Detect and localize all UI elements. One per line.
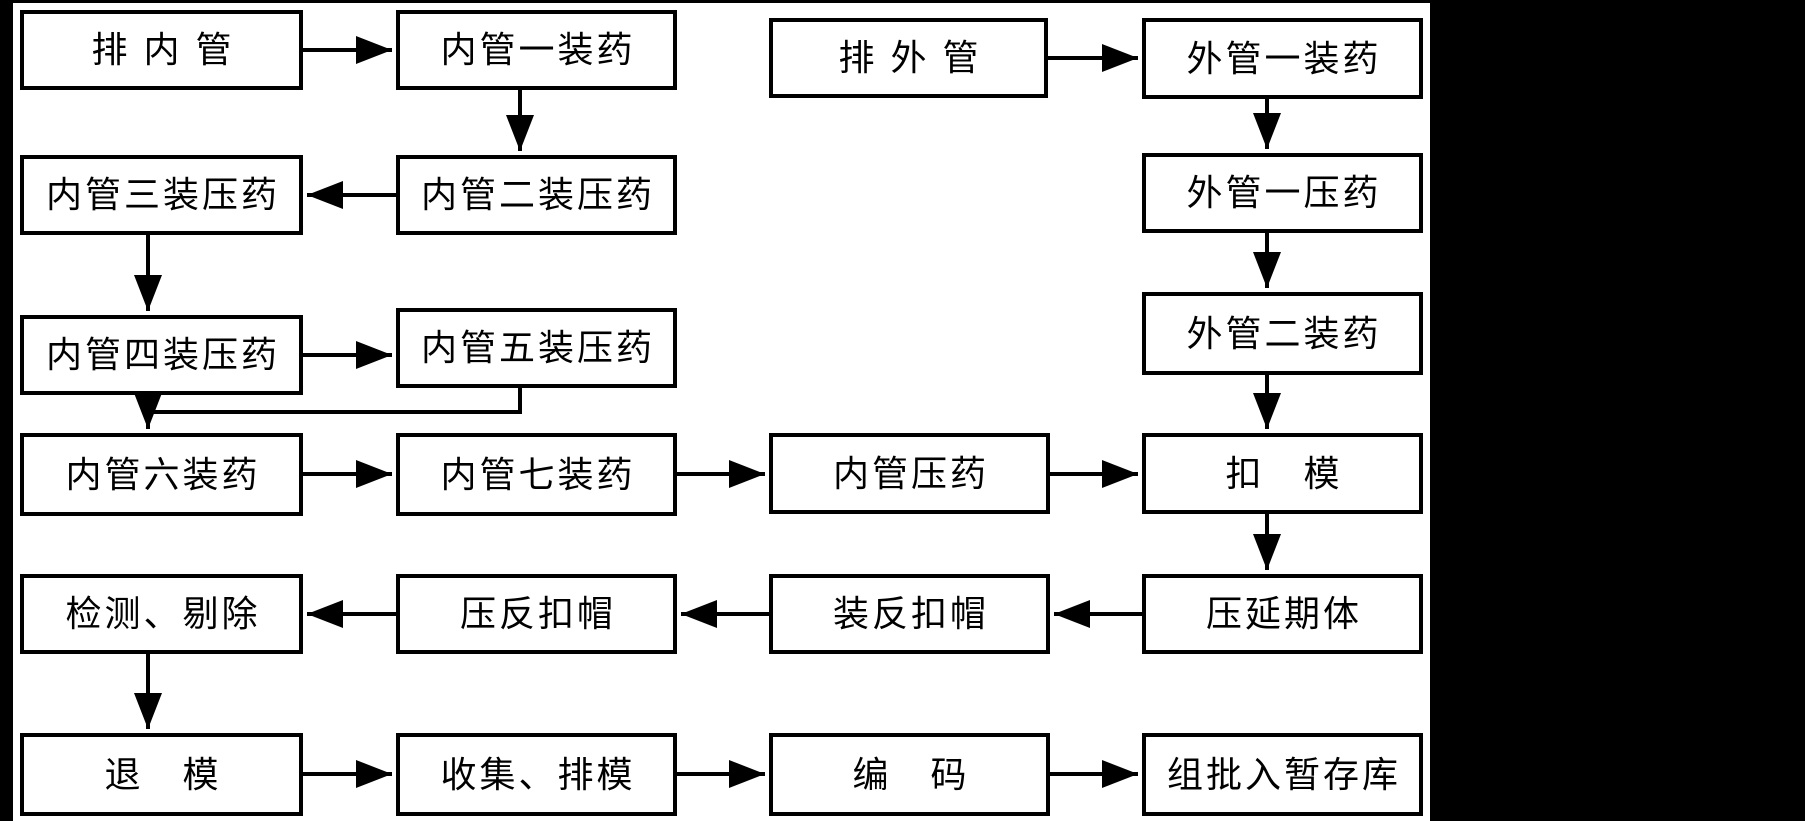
node-pai-nei-guan: 排内管 <box>20 10 303 90</box>
node-label: 外管一装药 <box>1186 38 1382 79</box>
node-wai-guan-2-zhuang: 外管二装药 <box>1142 292 1423 375</box>
node-label: 排外管 <box>838 38 995 78</box>
node-label: 压反扣帽 <box>459 594 616 634</box>
node-wai-guan-1-ya: 外管一压药 <box>1142 153 1423 233</box>
node-label: 内管四装压药 <box>45 335 280 375</box>
node-label: 装反扣帽 <box>832 594 989 634</box>
node-label: 内管一装药 <box>440 30 636 70</box>
node-label: 内管五装压药 <box>420 328 655 368</box>
node-label: 编 码 <box>852 754 970 795</box>
node-label: 外管二装药 <box>1186 313 1382 354</box>
node-label: 内管七装药 <box>440 454 636 495</box>
node-pai-wai-guan: 排外管 <box>769 18 1048 98</box>
node-wai-guan-1-zhuang: 外管一装药 <box>1142 18 1423 99</box>
node-nei-guan-5: 内管五装压药 <box>396 308 677 388</box>
node-label: 内管压药 <box>832 453 989 494</box>
node-label: 排内管 <box>91 30 248 70</box>
node-nei-guan-3: 内管三装压药 <box>20 155 303 235</box>
node-ya-fan-kou-mao: 压反扣帽 <box>396 574 677 654</box>
node-label: 检测、剔除 <box>65 594 261 634</box>
node-nei-guan-ya-yao: 内管压药 <box>769 433 1050 514</box>
node-label: 扣 模 <box>1225 453 1343 494</box>
node-label: 内管六装药 <box>65 454 261 495</box>
scan-border-top <box>0 0 1805 3</box>
node-nei-guan-6: 内管六装药 <box>20 433 303 516</box>
node-jian-ce-ti-chu: 检测、剔除 <box>20 574 303 654</box>
scan-border-right <box>1430 0 1805 821</box>
node-zu-pi-ru-zan-cun-ku: 组批入暂存库 <box>1142 733 1423 816</box>
node-label: 外管一压药 <box>1186 173 1382 213</box>
node-label: 内管二装压药 <box>420 175 655 215</box>
node-nei-guan-1: 内管一装药 <box>396 10 677 90</box>
node-label: 退 模 <box>104 754 222 795</box>
node-tui-mo: 退 模 <box>20 733 303 816</box>
node-kou-mo: 扣 模 <box>1142 433 1423 514</box>
node-bian-ma: 编 码 <box>769 733 1050 816</box>
node-label: 压延期体 <box>1205 594 1362 634</box>
node-zhuang-fan-kou-mao: 装反扣帽 <box>769 574 1050 654</box>
node-nei-guan-7: 内管七装药 <box>396 433 677 516</box>
scan-border-left <box>0 0 13 821</box>
node-nei-guan-2: 内管二装压药 <box>396 155 677 235</box>
node-label: 组批入暂存库 <box>1166 754 1401 795</box>
node-label: 内管三装压药 <box>45 175 280 215</box>
node-nei-guan-4: 内管四装压药 <box>20 315 303 395</box>
node-shou-ji-pai-mo: 收集、排模 <box>396 733 677 816</box>
node-label: 收集、排模 <box>440 754 636 795</box>
node-ya-yan-qi-ti: 压延期体 <box>1142 574 1423 654</box>
